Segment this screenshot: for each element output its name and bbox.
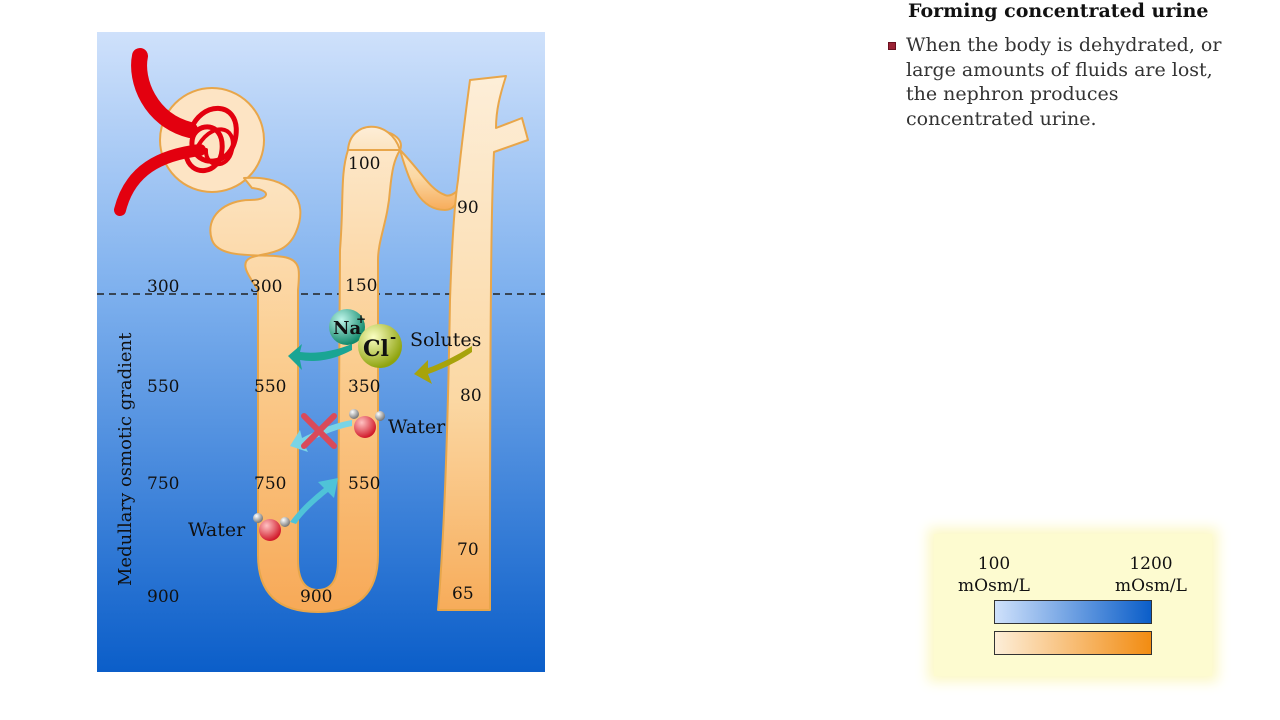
blocked-cross-icon [301, 413, 337, 449]
descending-limb-value: 750 [254, 474, 286, 494]
water-molecule-upper [349, 409, 385, 438]
glomerulus-capillaries [114, 48, 239, 216]
ascending-limb-value: 550 [348, 474, 380, 494]
water-reabsorption-arrow [290, 478, 338, 524]
descending-limb-value: 300 [250, 277, 282, 297]
solutes-label: Solutes [410, 329, 481, 351]
solute-arrow-to-interstitium [288, 344, 352, 370]
descending-limb-value: 550 [254, 377, 286, 397]
gradient-value: 550 [147, 377, 179, 397]
tubule-color-scale [994, 631, 1152, 655]
gradient-value: 750 [147, 474, 179, 494]
bullet-marker-icon [888, 42, 896, 50]
collecting-duct-value: 65 [452, 584, 474, 604]
ascending-limb-value: 150 [345, 276, 377, 296]
chloride-ion [358, 324, 402, 368]
loop-bottom-value: 900 [300, 587, 332, 607]
sodium-ion-label: Na [333, 318, 361, 339]
solute-arrow-from-collecting-duct [414, 346, 472, 384]
sodium-charge: + [356, 312, 366, 326]
chloride-charge: - [390, 328, 396, 346]
legend-min-label: 100 mOsm/L [954, 553, 1034, 597]
medullary-gradient-label: Medullary osmotic gradient [115, 332, 136, 586]
collecting-duct-value: 80 [460, 386, 482, 406]
water-label-lower: Water [188, 519, 246, 541]
gradient-value: 900 [147, 587, 179, 607]
ascending-limb-value: 100 [348, 154, 380, 174]
legend-min-value: 100 [977, 554, 1011, 574]
water-label-upper: Water [388, 416, 446, 438]
bullet-text: When the body is dehydrated, or large am… [906, 34, 1222, 130]
legend-min-unit: mOsm/L [958, 576, 1030, 596]
chloride-ion-label: Cl [363, 336, 389, 362]
nephron-diagram: Na + Cl - Solutes Water Water Medullary … [97, 32, 545, 672]
slide-title: Forming concentrated urine [908, 0, 1209, 22]
osmolarity-legend: 100 mOsm/L 1200 mOsm/L [934, 534, 1212, 676]
water-molecule-lower [253, 513, 290, 541]
sodium-ion [329, 309, 365, 345]
interstitium-color-scale [994, 600, 1152, 624]
collecting-duct [437, 75, 529, 611]
ascending-limb-value: 350 [348, 377, 380, 397]
legend-max-value: 1200 [1129, 554, 1173, 574]
legend-max-unit: mOsm/L [1115, 576, 1187, 596]
blocked-water-arrow [290, 420, 352, 452]
legend-max-label: 1200 mOsm/L [1106, 553, 1196, 597]
gradient-value: 300 [147, 277, 179, 297]
collecting-duct-value: 70 [457, 540, 479, 560]
bowmans-capsule [159, 87, 265, 193]
collecting-duct-value: 90 [457, 198, 479, 218]
